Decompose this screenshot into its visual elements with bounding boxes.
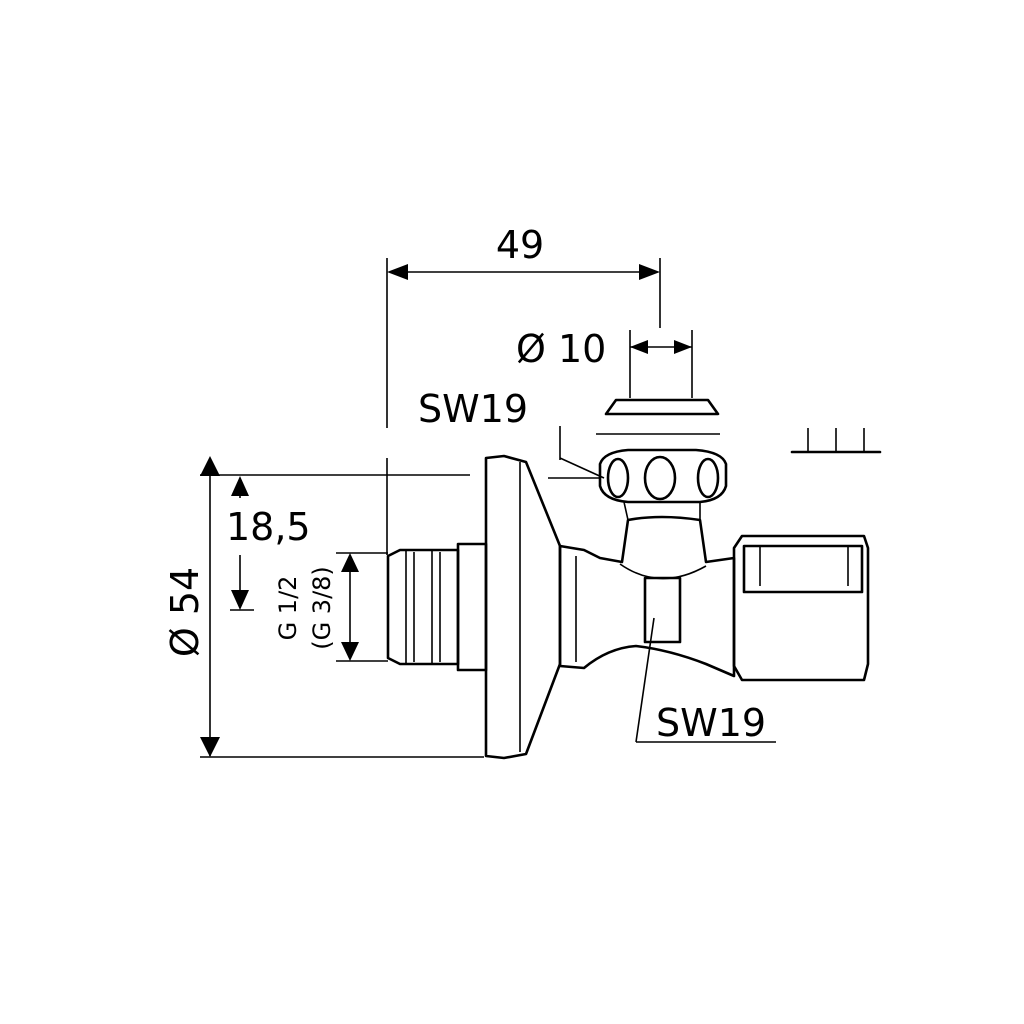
thread-dimension: G 1/2 (G 3/8) xyxy=(274,552,388,662)
wrench-size-bottom: SW19 xyxy=(635,617,776,745)
offset-dimension: 18,5 xyxy=(226,476,311,611)
handle-knob xyxy=(559,398,728,521)
thread-size-label: G 1/2 xyxy=(274,576,302,641)
compression-nut xyxy=(732,534,870,682)
main-body xyxy=(558,515,736,678)
wrench-size-top-label: SW19 xyxy=(418,387,528,431)
flange-diameter-label: Ø 54 xyxy=(163,567,207,657)
stem-diameter-dimension: Ø 10 xyxy=(516,327,693,398)
thread-size-alt-label: (G 3/8) xyxy=(308,566,336,650)
valve-body xyxy=(386,398,882,760)
length-label: 49 xyxy=(496,223,544,267)
flange-diameter-dimension: Ø 54 xyxy=(163,456,484,758)
offset-label: 18,5 xyxy=(226,505,311,549)
wall-flange xyxy=(484,454,562,760)
length-dimension: 49 xyxy=(386,223,661,555)
wrench-size-bottom-label: SW19 xyxy=(656,701,766,745)
wrench-size-top: SW19 xyxy=(418,387,605,479)
threaded-inlet xyxy=(386,542,488,672)
stem-diameter-label: Ø 10 xyxy=(516,327,606,371)
partial-detail xyxy=(790,428,882,454)
